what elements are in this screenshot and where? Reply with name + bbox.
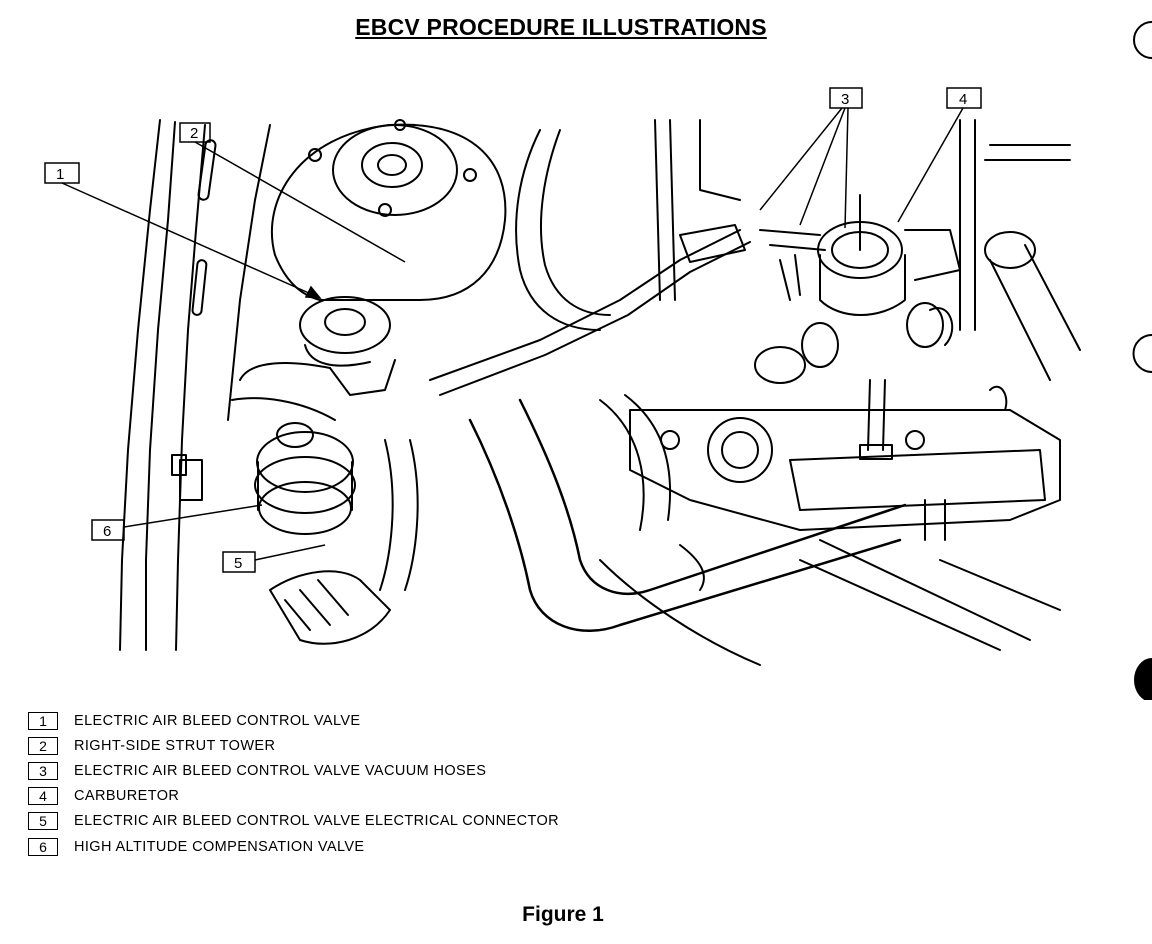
legend-item: 2 RIGHT-SIDE STRUT TOWER: [28, 733, 559, 758]
legend-item: 4 CARBURETOR: [28, 784, 559, 809]
page-title: EBCV PROCEDURE ILLUSTRATIONS: [355, 14, 767, 40]
callout-label-5: 5: [234, 555, 242, 572]
legend-item: 5 ELECTRIC AIR BLEED CONTROL VALVE ELECT…: [28, 809, 559, 834]
figure-caption: Figure 1: [522, 903, 604, 926]
callout-label-6: 6: [103, 523, 111, 540]
legend-text: ELECTRIC AIR BLEED CONTROL VALVE VACUUM …: [74, 762, 487, 779]
legend-text: HIGH ALTITUDE COMPENSATION VALVE: [74, 838, 365, 855]
legend-number: 6: [28, 837, 58, 856]
legend-number: 4: [28, 787, 58, 806]
callout-label-2: 2: [190, 125, 198, 142]
callout-label-3: 3: [841, 91, 849, 108]
legend-number: 3: [28, 761, 58, 780]
legend: 1 ELECTRIC AIR BLEED CONTROL VALVE 2 RIG…: [28, 708, 559, 859]
legend-number: 2: [28, 736, 58, 755]
legend-number: 5: [28, 812, 58, 831]
callout-box-5: [222, 551, 256, 573]
legend-item: 6 HIGH ALTITUDE COMPENSATION VALVE: [28, 834, 559, 859]
callout-label-4: 4: [959, 91, 967, 108]
legend-item: 1 ELECTRIC AIR BLEED CONTROL VALVE: [28, 708, 559, 733]
callout-box-6: [91, 519, 125, 541]
legend-text: ELECTRIC AIR BLEED CONTROL VALVE: [74, 712, 361, 729]
legend-item: 3 ELECTRIC AIR BLEED CONTROL VALVE VACUU…: [28, 758, 559, 783]
legend-text: ELECTRIC AIR BLEED CONTROL VALVE ELECTRI…: [74, 813, 560, 830]
callout-box-3: [829, 87, 863, 109]
legend-text: CARBURETOR: [74, 788, 180, 805]
legend-number: 1: [28, 711, 58, 730]
engine-bay-illustration: 1 2 3 4 5 6: [44, 21, 1152, 700]
callout-box-4: [946, 87, 982, 109]
callout-label-1: 1: [56, 166, 64, 183]
legend-text: RIGHT-SIDE STRUT TOWER: [74, 737, 276, 754]
